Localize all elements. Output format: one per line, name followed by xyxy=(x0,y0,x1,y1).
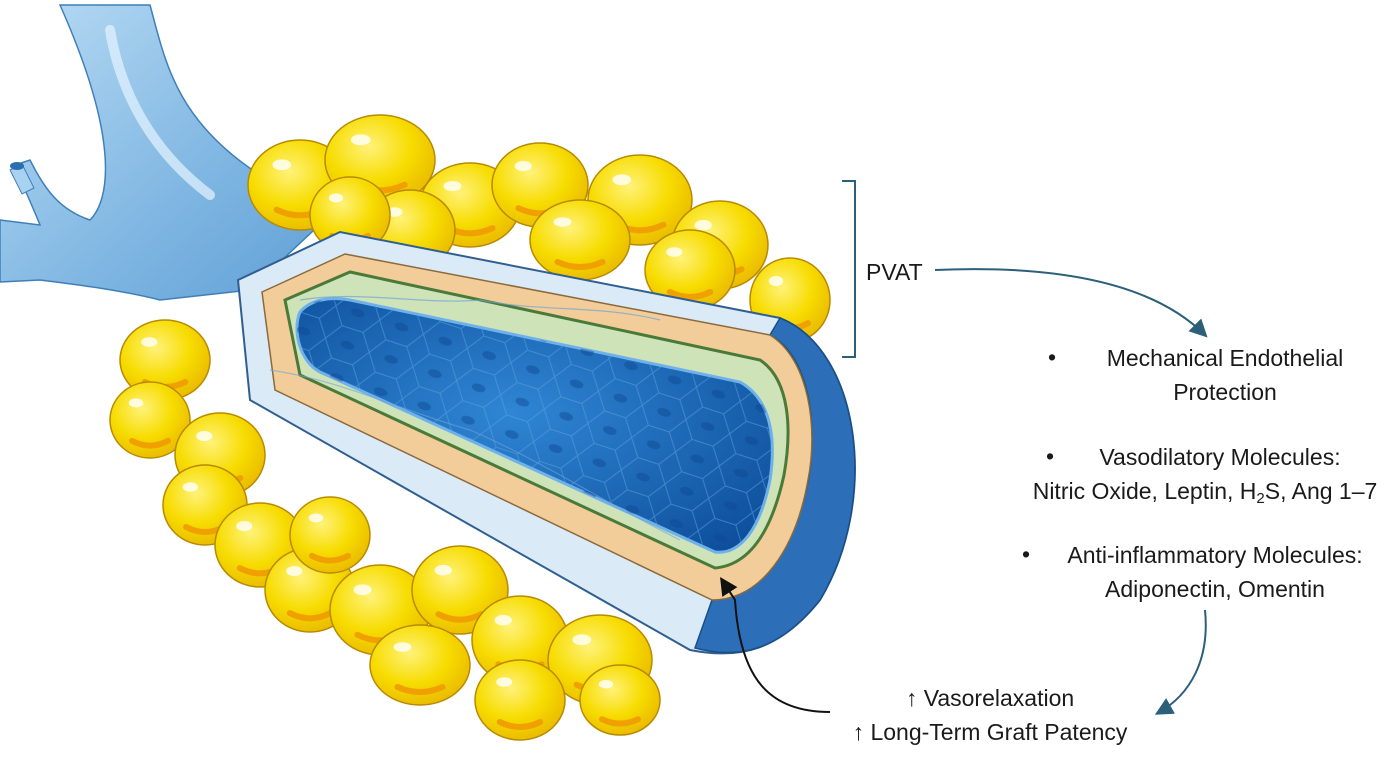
adipocyte-highlight xyxy=(128,398,144,408)
bullet-3-text: Anti-inflammatory Molecules: Adiponectin… xyxy=(1050,541,1380,603)
pvat-label: PVAT xyxy=(866,259,923,285)
outcome-arrow xyxy=(1154,609,1207,715)
bullet-2-line-1: Vasodilatory Molecules: xyxy=(1099,444,1341,470)
bullet-2: • xyxy=(1046,443,1055,469)
bullet-2-line-2: Nitric Oxide, Leptin, H2S, Ang 1–7 xyxy=(1015,477,1395,507)
adipocyte-highlight xyxy=(350,134,371,146)
pvat-adipocytes xyxy=(109,114,831,741)
adipocyte-highlight xyxy=(328,193,344,203)
pvat-arrow xyxy=(934,268,1208,338)
bullet-1-line-1: Mechanical Endothelial xyxy=(1106,345,1344,371)
adipocyte-highlight xyxy=(443,181,462,192)
adipocyte-highlight xyxy=(514,161,532,172)
adipocyte-highlight xyxy=(598,680,614,689)
adipocyte-highlight xyxy=(308,513,324,523)
outcome-line-2: ↑ Long-Term Graft Patency xyxy=(852,719,1128,745)
pvat-bracket xyxy=(842,180,856,358)
bullet-3-line-1: Anti-inflammatory Molecules: xyxy=(1067,542,1363,568)
adipocyte-shadow xyxy=(309,552,351,564)
lumen-arrow xyxy=(720,576,831,713)
adipocyte-highlight xyxy=(393,642,412,652)
bullet-2-text: Vasodilatory Molecules: Nitric Oxide, Le… xyxy=(1015,443,1395,507)
adipocyte-highlight xyxy=(182,482,198,492)
adipocyte-highlight xyxy=(494,614,512,626)
adipocyte-highlight xyxy=(353,584,372,596)
adipocyte-highlight xyxy=(694,219,712,231)
adipocyte-shadow xyxy=(554,259,606,270)
adipocyte-shadow xyxy=(394,684,446,695)
adipocyte-shadow xyxy=(286,610,334,622)
vein-branches xyxy=(0,4,332,301)
outcome-text: ↑ Vasorelaxation ↑ Long-Term Graft Paten… xyxy=(830,684,1150,746)
adipocyte-shadow xyxy=(129,437,171,449)
adipocyte-highlight xyxy=(553,217,572,227)
adipocyte-highlight xyxy=(572,634,592,646)
adipocyte-highlight xyxy=(768,276,784,287)
bullet-3: • xyxy=(1022,541,1031,567)
adipocyte-shadow xyxy=(599,716,641,727)
adipocyte-highlight xyxy=(612,174,632,186)
adipocyte-highlight xyxy=(434,564,452,576)
adipocyte-highlight xyxy=(286,566,303,577)
adipocyte-shadow xyxy=(435,611,485,623)
bullet-3-line-2: Adiponectin, Omentin xyxy=(1105,576,1325,602)
bullet-2-line-2-post: S, Ang 1–7 xyxy=(1264,478,1378,504)
adipocyte-highlight xyxy=(666,247,683,257)
bullet-1-line-2: Protection xyxy=(1173,379,1277,405)
adipocyte-highlight xyxy=(236,521,253,532)
adipocyte-highlight xyxy=(496,677,513,687)
bullet-2-line-2-pre: Nitric Oxide, Leptin, H xyxy=(1032,478,1257,504)
adipocyte-highlight xyxy=(196,431,213,442)
bullet-2-line-2-sub: 2 xyxy=(1256,490,1265,507)
bullet-1: • xyxy=(1048,344,1057,370)
vessel-cross-section xyxy=(236,230,856,655)
adipocyte-shadow xyxy=(666,289,714,300)
outcome-line-1: ↑ Vasorelaxation xyxy=(905,685,1075,711)
bullet-1-text: Mechanical Endothelial Protection xyxy=(1060,344,1390,406)
adipocyte-highlight xyxy=(272,159,292,171)
adipocyte-highlight xyxy=(141,337,158,347)
adipocyte-shadow xyxy=(496,719,544,730)
